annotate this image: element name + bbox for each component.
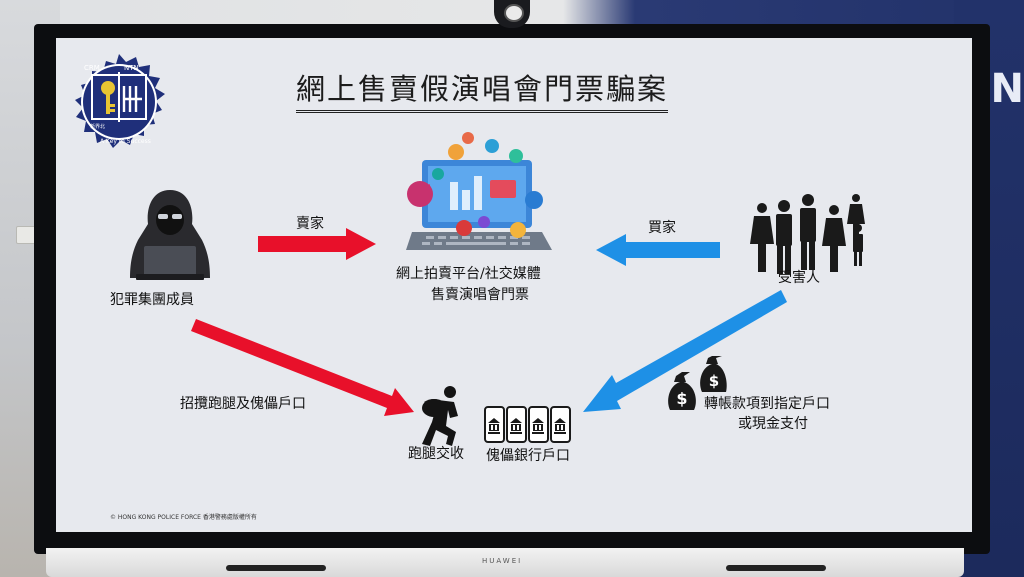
runner-icon bbox=[422, 386, 458, 446]
slide-footer: © HONG KONG POLICE FORCE 香港警務處版權所有 bbox=[110, 514, 257, 521]
svg-text:$: $ bbox=[709, 372, 719, 390]
monitor-handle-right bbox=[726, 565, 826, 571]
flow-arrows bbox=[191, 228, 787, 416]
slide-screen: CRM NTN A Key to Success 新界北 網上售賣假演唱會門票騙… bbox=[56, 38, 972, 532]
logo-crm-text: CRM bbox=[84, 64, 100, 72]
platform-label-line2: 售賣演唱會門票 bbox=[431, 287, 529, 303]
money-bag-icon: $ $ bbox=[668, 356, 727, 410]
crowd-icon bbox=[750, 194, 865, 274]
criminal-label: 犯罪集團成員 bbox=[110, 292, 194, 308]
logo-mark-text: 新界北 bbox=[90, 124, 106, 130]
bank-phone-icon bbox=[484, 406, 571, 443]
buyer-arrow bbox=[596, 234, 720, 266]
monitor-brand: HUAWEI bbox=[482, 557, 523, 565]
svg-text:$: $ bbox=[676, 389, 687, 408]
logo-ntn-text: NTN bbox=[124, 64, 139, 72]
payment-arrow bbox=[583, 290, 787, 412]
recruit-arrow bbox=[191, 319, 414, 416]
payment-label-line2: 或現金支付 bbox=[738, 416, 808, 432]
platform-label-line1: 網上拍賣平台/社交媒體 bbox=[396, 266, 541, 282]
logo-ring-text: A Key to Success bbox=[100, 138, 151, 145]
victim-label: 受害人 bbox=[778, 270, 820, 286]
hacker-icon bbox=[130, 190, 210, 280]
seller-label: 賣家 bbox=[296, 216, 324, 232]
monitor-bottom-bar bbox=[46, 548, 964, 577]
background-sign-letter: N bbox=[990, 66, 1024, 112]
buyer-label: 買家 bbox=[648, 220, 676, 236]
police-logo-icon bbox=[75, 54, 165, 148]
monitor-handle-left bbox=[226, 565, 326, 571]
payment-label-line1: 轉帳款項到指定戶口 bbox=[704, 396, 830, 412]
runner-label: 跑腿交收 bbox=[408, 446, 464, 462]
seller-arrow bbox=[258, 228, 376, 260]
mule-account-label: 傀儡銀行戶口 bbox=[486, 448, 570, 464]
slide-title: 網上售賣假演唱會門票騙案 bbox=[296, 66, 669, 113]
recruit-label: 招攬跑腿及傀儡戶口 bbox=[180, 396, 306, 412]
laptop-network-icon bbox=[406, 132, 552, 250]
camera-lens-icon bbox=[504, 4, 524, 22]
